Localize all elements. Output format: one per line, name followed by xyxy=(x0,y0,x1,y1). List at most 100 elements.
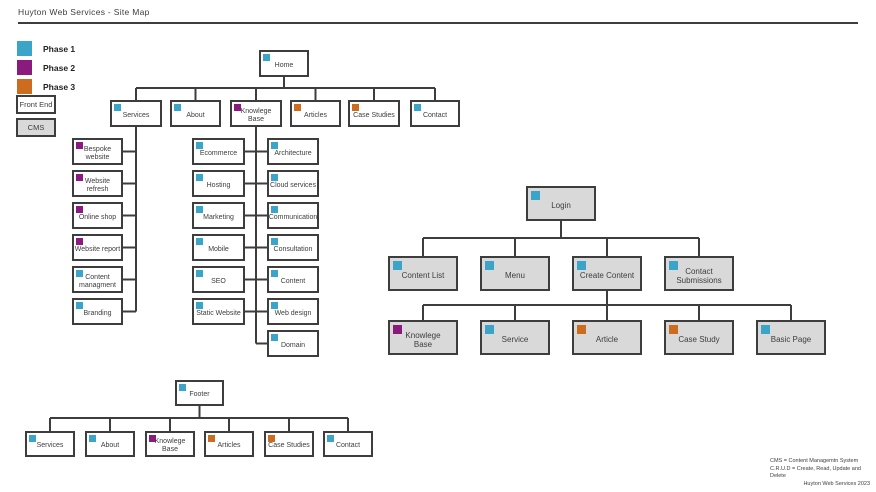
node-hosting: Hosting xyxy=(192,170,245,197)
phase-square xyxy=(196,142,203,149)
node-kb-cms: Knowlege Base xyxy=(388,320,458,355)
node-content-list: Content List xyxy=(388,256,458,291)
node-web-design: Web design xyxy=(267,298,319,325)
phase-square xyxy=(114,104,121,111)
phase-square xyxy=(179,384,186,391)
node-branding: Branding xyxy=(72,298,123,325)
node-menu: Menu xyxy=(480,256,550,291)
node-marketing: Marketing xyxy=(192,202,245,229)
node-label: Architecture xyxy=(274,146,311,158)
node-label: Content xyxy=(281,274,306,286)
phase-square xyxy=(669,325,678,334)
phase-square xyxy=(271,174,278,181)
node-label: About xyxy=(186,108,204,120)
node-label: Articles xyxy=(218,438,241,450)
node-website-report: Website report xyxy=(72,234,123,261)
node-label: Articles xyxy=(304,108,327,120)
phase-square xyxy=(352,104,359,111)
phase-square xyxy=(196,206,203,213)
node-login: Login xyxy=(526,186,596,221)
node-f-kb: Knowlege Base xyxy=(145,431,195,457)
phase-square xyxy=(208,435,215,442)
node-domain: Domain xyxy=(267,330,319,357)
node-label: Content List xyxy=(402,267,445,280)
phase-square xyxy=(263,54,270,61)
node-label: Login xyxy=(551,197,571,210)
node-home: Home xyxy=(259,50,309,77)
phase-square xyxy=(393,261,402,270)
phase-square xyxy=(196,270,203,277)
node-static-website: Static Website xyxy=(192,298,245,325)
phase-square xyxy=(761,325,770,334)
phase-square xyxy=(294,104,301,111)
phase-square xyxy=(271,238,278,245)
phase-square xyxy=(577,261,586,270)
phase-square xyxy=(327,435,334,442)
node-label: Create Content xyxy=(580,267,634,280)
node-bespoke-website: Bespoke website xyxy=(72,138,123,165)
phase-square xyxy=(196,302,203,309)
phase-square xyxy=(531,191,540,200)
node-label: Footer xyxy=(189,387,209,399)
node-label: Marketing xyxy=(203,210,234,222)
node-architecture: Architecture xyxy=(267,138,319,165)
phase-square xyxy=(196,174,203,181)
node-footer: Footer xyxy=(175,380,224,406)
node-services: Services xyxy=(110,100,162,127)
node-articles: Articles xyxy=(290,100,341,127)
node-label: SEO xyxy=(211,274,226,286)
node-f-contact: Contact xyxy=(323,431,373,457)
node-label: Hosting xyxy=(207,178,231,190)
node-cloud-services: Cloud services xyxy=(267,170,319,197)
node-create-content: Create Content xyxy=(572,256,642,291)
node-label: Home xyxy=(275,58,294,70)
node-label: Services xyxy=(37,438,64,450)
node-label: Domain xyxy=(281,338,305,350)
node-label: Contact xyxy=(336,438,360,450)
node-content-managment: Content managment xyxy=(72,266,123,293)
phase-square xyxy=(271,142,278,149)
node-label: Online shop xyxy=(79,210,116,222)
node-case-study: Case Study xyxy=(664,320,734,355)
node-label: Contact Submissions xyxy=(675,263,723,285)
node-service: Service xyxy=(480,320,550,355)
phase-square xyxy=(669,261,678,270)
node-ecommerce: Ecommerce xyxy=(192,138,245,165)
node-about: About xyxy=(170,100,221,127)
phase-square xyxy=(29,435,36,442)
phase-square xyxy=(149,435,156,442)
phase-square xyxy=(414,104,421,111)
phase-square xyxy=(76,302,83,309)
phase-square xyxy=(485,325,494,334)
node-label: Web design xyxy=(275,306,312,318)
node-f-case-studies: Case Studies xyxy=(264,431,314,457)
node-label: Service xyxy=(502,331,529,344)
node-label: Basic Page xyxy=(771,331,811,344)
node-label: Consultation xyxy=(274,242,313,254)
phase-square xyxy=(89,435,96,442)
phase-square xyxy=(76,142,83,149)
node-label: Contact xyxy=(423,108,447,120)
node-content: Content xyxy=(267,266,319,293)
node-label: Services xyxy=(123,108,150,120)
node-label: About xyxy=(101,438,119,450)
node-label: Menu xyxy=(505,267,525,280)
node-label: Case Studies xyxy=(353,108,395,120)
phase-square xyxy=(76,238,83,245)
node-label: Branding xyxy=(83,306,111,318)
phase-square xyxy=(271,302,278,309)
node-f-about: About xyxy=(85,431,135,457)
phase-square xyxy=(196,238,203,245)
node-basic-page: Basic Page xyxy=(756,320,826,355)
phase-square xyxy=(393,325,402,334)
phase-square xyxy=(577,325,586,334)
phase-square xyxy=(485,261,494,270)
phase-square xyxy=(76,270,83,277)
phase-square xyxy=(271,206,278,213)
node-f-services: Services xyxy=(25,431,75,457)
node-label: Article xyxy=(596,331,618,344)
phase-square xyxy=(76,206,83,213)
node-f-articles: Articles xyxy=(204,431,254,457)
node-case-studies: Case Studies xyxy=(348,100,400,127)
